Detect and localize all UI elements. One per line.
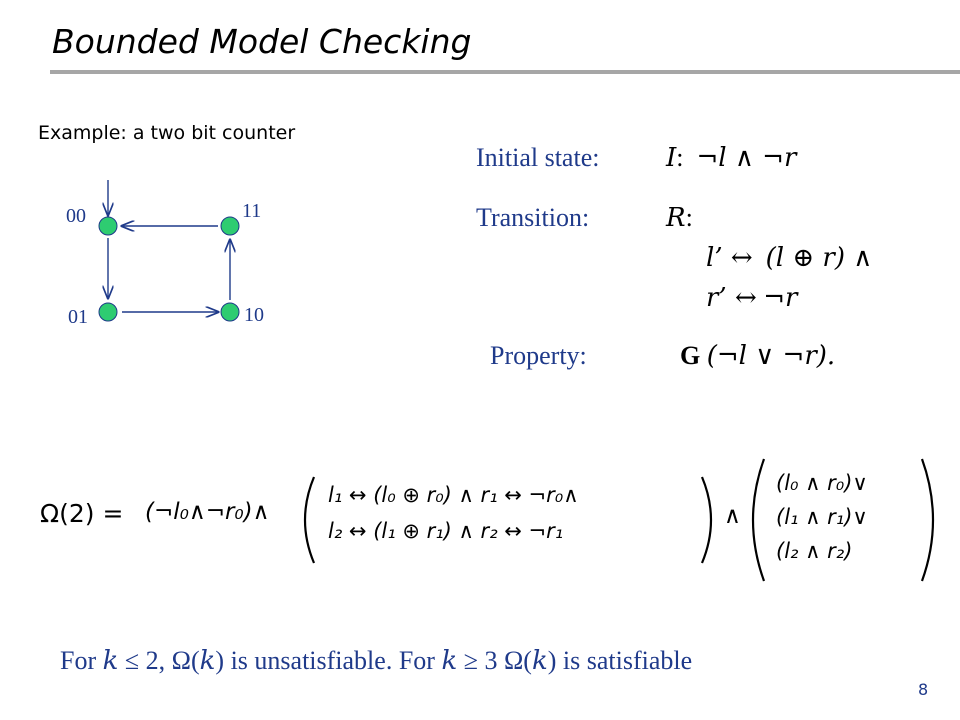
formula-prop-3: (l₂ ∧ r₂) [776,539,853,563]
right-paren-1 [700,476,713,564]
state-label-11: 11 [242,200,262,222]
left-paren-1 [303,476,316,564]
transition-var-line: R: [666,203,693,233]
formula-brackets [303,458,935,582]
initial-state-formula: I: ¬l ∧ ¬r [666,143,797,173]
initial-var: I [666,143,677,173]
conclusion-text: For k ≤ 2, Ω(k) is unsatisfiable. For k … [60,646,692,676]
transition-var: R [666,203,686,233]
formula-row-1: l₁ ↔ (l₀ ⊕ r₀) ∧ r₁ ↔ ¬r₀∧ [328,483,579,507]
title-underline [50,70,960,74]
right-paren-2 [920,458,935,582]
node-00 [98,216,118,236]
property-label: Property: [490,341,587,370]
footer-k-2: k [199,646,216,676]
unrolled-formula: Ω(2) = (¬l₀∧¬r₀)∧ l₁ ↔ (l₀ ⊕ r₀) ∧ r₁ ↔ … [0,455,960,595]
formula-prop-1: (l₀ ∧ r₀)∨ [776,471,868,495]
node-11 [220,216,240,236]
transition-line2-rhs: ¬r [763,283,798,313]
page-number: 8 [918,680,929,699]
node-10 [220,302,240,322]
initial-expr: ¬l ∧ ¬r [696,143,797,173]
footer-sat: ) is satisfiable [547,646,693,675]
formula-lhs: Ω(2) = [40,499,124,528]
footer-for-1: For [60,646,97,675]
property-g: G [680,341,701,370]
transition-line1-lhs: l’ ↔ [706,243,753,273]
footer-rel-2: ≥ 3 Ω( [463,646,532,675]
formula-init: (¬l₀∧¬r₀)∧ [145,499,270,525]
footer-rel-1: ≤ 2, Ω( [124,646,200,675]
footer-k-3: k [441,646,458,676]
transition-line1-rhs: (l ⊕ r) ∧ [765,243,873,273]
state-label-10: 10 [244,304,264,326]
transition-line-2: r’ ↔ ¬r [706,283,797,313]
formula-row-2: l₂ ↔ (l₁ ⊕ r₁) ∧ r₂ ↔ ¬r₁ [328,519,564,543]
transition-line2-lhs: r’ ↔ [706,283,757,313]
footer-k-1: k [102,646,119,676]
transition-line-1: l’ ↔ (l ⊕ r) ∧ [706,243,872,273]
property-formula: G (¬l ∨ ¬r). [680,341,835,371]
state-label-00: 00 [66,205,86,227]
footer-k-4: k [531,646,548,676]
property-expr: (¬l ∨ ¬r). [706,341,836,371]
node-01 [98,302,118,322]
slide-title: Bounded Model Checking [52,22,472,61]
formula-mid-and: ∧ [724,503,741,529]
footer-unsat: ) is unsatisfiable. [215,646,393,675]
transition-label: Transition: [476,203,590,232]
example-caption: Example: a two bit counter [38,122,296,144]
formula-prop-2: (l₁ ∧ r₁)∨ [776,505,868,529]
left-paren-2 [751,458,766,582]
initial-state-label: Initial state: [476,143,600,172]
footer-for-2: For [398,646,435,675]
state-label-01: 01 [68,306,88,328]
